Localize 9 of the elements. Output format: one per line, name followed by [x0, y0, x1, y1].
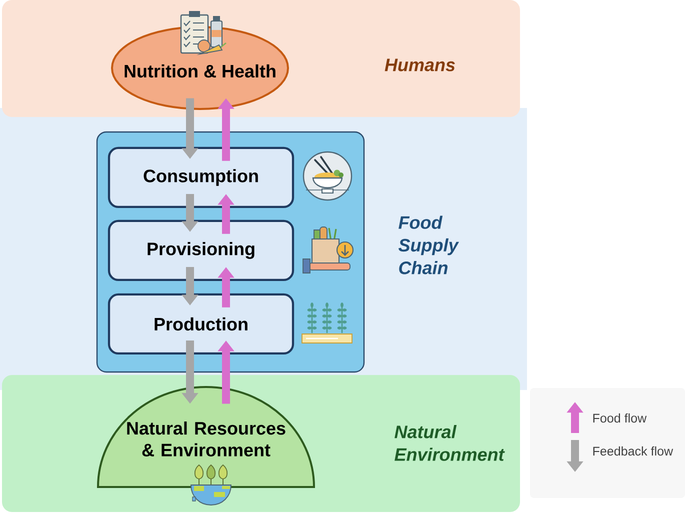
- step-box: Consumption: [108, 146, 294, 208]
- band-label: Food Supply Chain: [398, 216, 460, 274]
- band-label: Humans: [384, 58, 455, 72]
- band-label: Natural Environment: [394, 425, 505, 461]
- step-box: Production: [108, 293, 294, 355]
- legend-label: Food flow: [593, 413, 647, 423]
- legend-label: Feedback flow: [593, 446, 674, 456]
- step-box: Provisioning: [108, 220, 294, 282]
- dome: Natural Resources & Environment: [97, 386, 315, 488]
